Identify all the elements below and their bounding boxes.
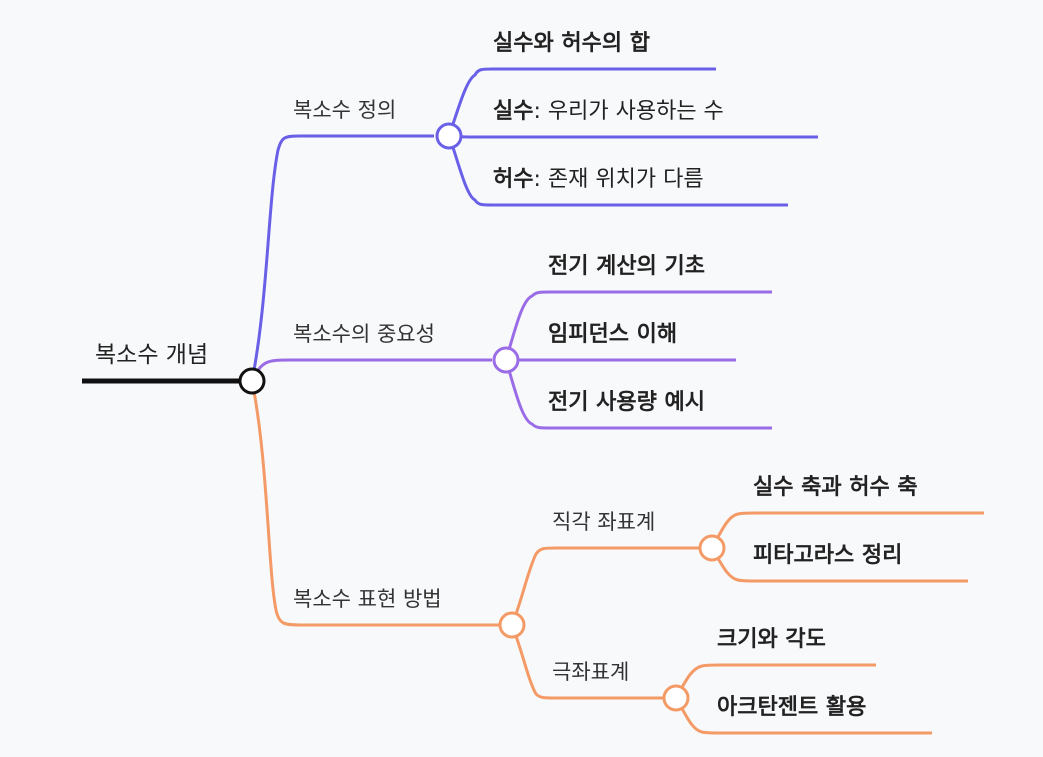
leaf-polar-2: 아크탄젠트 활용 [717,695,866,720]
edge-root-definition [250,134,434,382]
leaf-polar-1: 크기와 각도 [717,627,826,652]
branch-representation-label: 복소수 표현 방법 [293,587,442,611]
polar-coord-node[interactable] [662,684,690,712]
root-node[interactable] [238,367,266,395]
importance-node[interactable] [492,346,520,374]
edge-def-leaf1 [447,67,716,137]
leaf-rect-2: 피타고라스 정리 [753,543,902,568]
edge-rep-rect [510,546,712,626]
edge-imp-leaf1 [504,290,772,361]
labels: 복소수 개념 복소수 정의 복소수의 중요성 복소수 표현 방법 직각 좌표계 … [95,30,918,720]
node-circles [238,122,726,712]
edge-rect-leaf2 [710,547,968,583]
edge-imp-leaf3 [504,359,772,430]
leaf-def-3: 허수: 존재 위치가 다름 [493,167,704,192]
root-label: 복소수 개념 [95,342,208,368]
edge-def-leaf2 [448,134,818,139]
edge-polar-leaf2 [674,697,932,735]
sub-rect-label: 직각 좌표계 [552,510,655,534]
branch-definition-label: 복소수 정의 [293,98,396,122]
edge-rect-leaf1 [710,511,984,549]
rect-coord-node[interactable] [698,534,726,562]
branch-importance-label: 복소수의 중요성 [293,322,435,346]
edge-rep-polar [510,624,672,700]
leaf-rect-1: 실수 축과 허수 축 [753,475,918,500]
leaf-def-2: 실수: 우리가 사용하는 수 [493,99,724,124]
leaf-def-1: 실수와 허수의 합 [493,30,650,56]
edge-root-representation [250,380,500,627]
leaf-imp-2: 임피던스 이해 [548,322,677,347]
representation-node[interactable] [498,611,526,639]
leaf-imp-3: 전기 사용량 예시 [548,390,705,415]
edge-root-importance [250,358,492,382]
edge-def-leaf3 [447,135,788,207]
sub-polar-label: 극좌표계 [552,660,629,684]
leaf-imp-1: 전기 계산의 기초 [548,254,705,279]
edge-polar-leaf1 [674,663,876,699]
definition-node[interactable] [435,122,463,150]
